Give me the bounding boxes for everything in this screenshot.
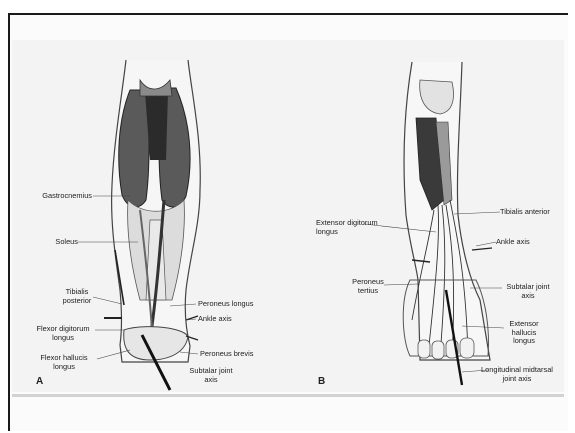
label-peroneus-brevis: Peroneus brevis [200, 350, 280, 359]
label-ankle-axis-b: Ankle axis [496, 238, 556, 247]
label-peroneus-tertius: Peroneus tertius [348, 278, 388, 295]
label-subtalar-joint-axis-b: Subtalar joint axis [500, 283, 556, 300]
label-longitudinal-midtarsal-joint-axis: Longitudinal midtarsal joint axis [468, 366, 566, 383]
panel-a-leg-drawing [104, 60, 200, 390]
label-tibialis-posterior: Tibialis posterior [54, 288, 100, 305]
panel-b-letter: B [318, 376, 325, 387]
label-peroneus-longus: Peroneus longus [198, 300, 278, 309]
label-tibialis-anterior: Tibialis anterior [500, 208, 570, 217]
label-extensor-digitorum-longus: Extensor digitorum longus [316, 219, 396, 236]
panel-a-letter: A [36, 376, 43, 387]
panel-b-leg-drawing [403, 62, 492, 385]
label-subtalar-joint-axis-a: Subtalar joint axis [178, 367, 244, 384]
label-soleus: Soleus [24, 238, 78, 247]
label-flexor-digitorum-longus: Flexor digitorum longus [26, 325, 100, 342]
label-flexor-hallucis-longus: Flexor hallucis longus [30, 354, 98, 371]
label-ankle-axis-a: Ankle axis [198, 315, 258, 324]
label-extensor-hallucis-longus: Extensor hallucis longus [502, 320, 546, 346]
label-gastrocnemius: Gastrocnemius [24, 192, 92, 201]
